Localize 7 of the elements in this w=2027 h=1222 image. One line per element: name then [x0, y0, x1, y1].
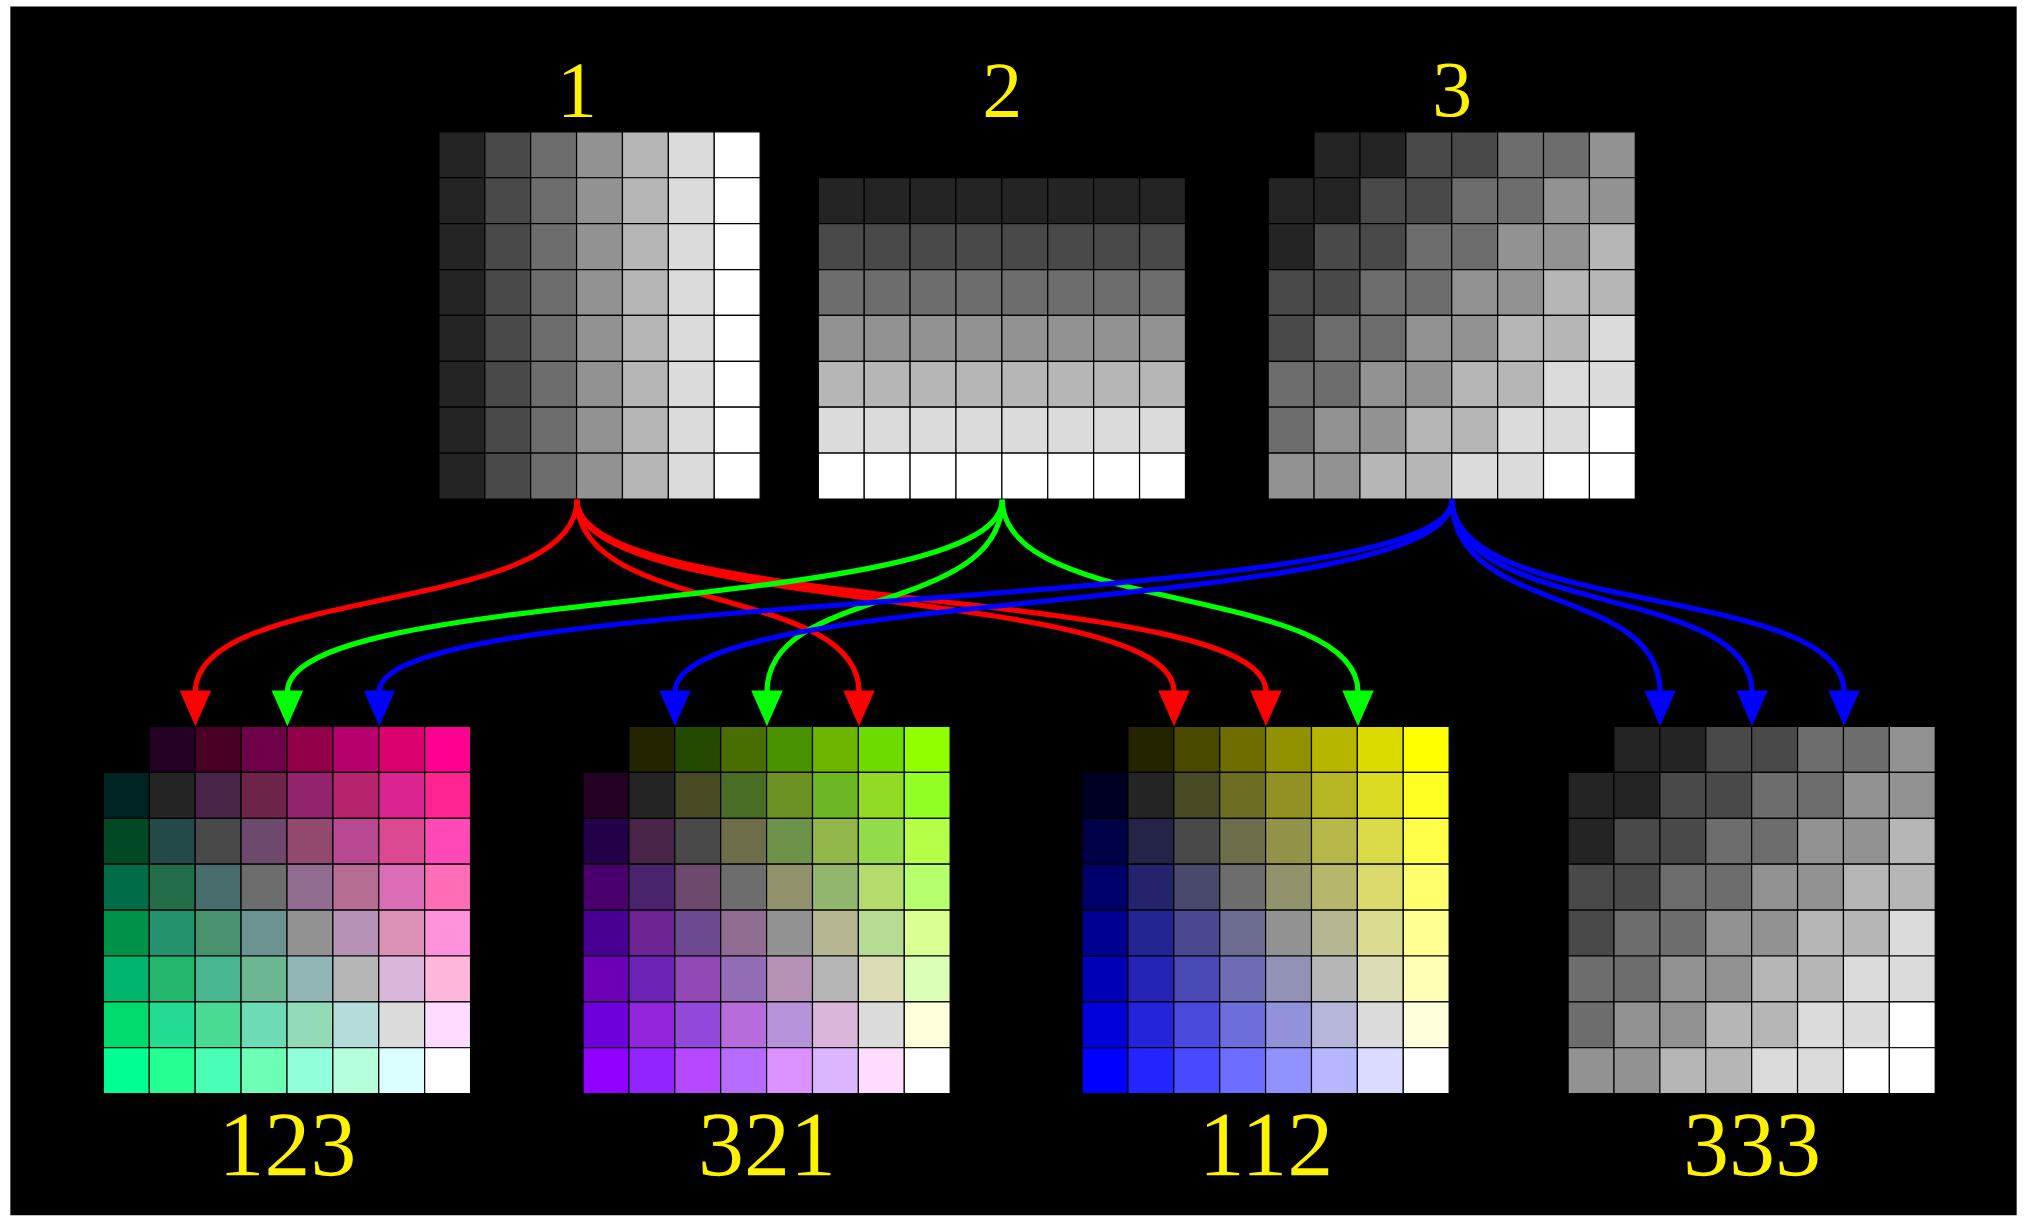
grid-label: 321: [702, 1114, 831, 1177]
grid-label: 112: [1206, 1114, 1329, 1176]
grid-label: 123: [226, 1114, 353, 1177]
grid-label: 3: [1436, 63, 1469, 118]
grid-label: 2: [985, 64, 1018, 118]
grid-label: 1: [564, 64, 593, 118]
grid-label: 333: [1687, 1114, 1818, 1177]
